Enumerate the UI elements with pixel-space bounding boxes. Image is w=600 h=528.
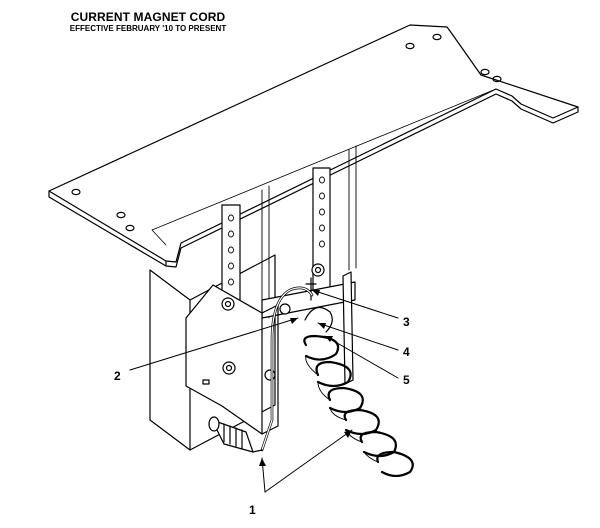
- diagram-subtitle: EFFECTIVE FEBRUARY '10 TO PRESENT: [69, 24, 227, 33]
- leader-line-5: [324, 335, 399, 379]
- bolt: [279, 303, 291, 315]
- bolt: [311, 263, 325, 277]
- coiled-cord: [303, 334, 414, 478]
- rail-holes-left: [228, 214, 234, 286]
- plate-hole: [71, 188, 81, 196]
- plate-hole: [116, 211, 126, 219]
- plate-hole: [492, 75, 502, 83]
- rail-right: [312, 167, 331, 301]
- magnet-cord-inner: [261, 287, 313, 451]
- bolt: [264, 369, 276, 381]
- ground-screw: [305, 277, 317, 301]
- plate-hole: [480, 68, 490, 76]
- leader-line-3: [311, 289, 399, 319]
- callout-2: 2: [114, 369, 121, 383]
- callout-5: 5: [403, 373, 410, 387]
- leader-line-2: [129, 317, 299, 371]
- callout-4: 4: [403, 345, 410, 359]
- diagram-title: CURRENT MAGNET CORD: [70, 10, 226, 24]
- plate-hole: [405, 42, 415, 50]
- leader-line-4: [317, 322, 399, 351]
- coiled-cord-back: [305, 355, 379, 463]
- leader-lines: [129, 289, 399, 493]
- plate-slot: [202, 379, 210, 385]
- rail-holes-right: [319, 176, 325, 248]
- bolt: [221, 297, 235, 311]
- plate-hole: [125, 224, 135, 232]
- rail-inner: [261, 145, 357, 321]
- leader-line-1b: [264, 429, 353, 493]
- cord-clamp: [304, 306, 333, 333]
- connector-plug: [208, 416, 263, 453]
- plate-edge: [48, 93, 579, 268]
- plate-groove: [151, 88, 497, 246]
- bolt: [222, 361, 236, 375]
- mounting-plate: [48, 24, 579, 263]
- title-block: CURRENT MAGNET CORD EFFECTIVE FEBRUARY '…: [48, 10, 248, 34]
- callout-3: 3: [403, 315, 410, 329]
- callout-1: 1: [249, 503, 256, 517]
- plate-hole: [432, 33, 442, 41]
- leader-arrows: [259, 290, 352, 466]
- housing-box: [149, 269, 191, 451]
